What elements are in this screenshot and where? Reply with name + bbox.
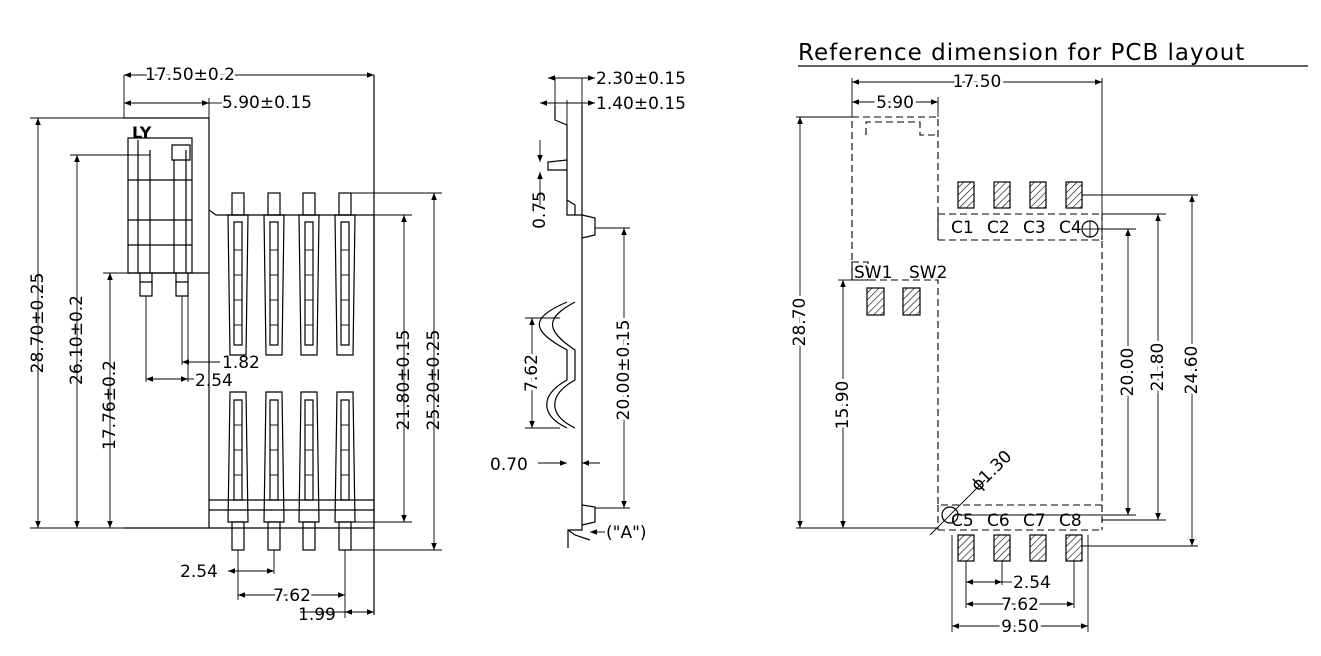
contact-top-2 [263, 192, 285, 356]
contact-bottom-2 [263, 391, 285, 551]
pcb-title: Reference dimension for PCB layout [798, 40, 1245, 66]
side-view: 2.30±0.15 1.40±0.15 0.75 7.62 20.00±0.15… [490, 69, 686, 548]
pcb-hole-top [1081, 220, 1099, 238]
side-body-outline [554, 105, 583, 548]
dim-left-pitch-254: 2.54 [180, 562, 218, 582]
dim-side-span-20: 20.00±0.15 [614, 320, 634, 421]
dim-pcb-sw-height: 15.90 [833, 381, 853, 430]
left-contacts-top [227, 192, 356, 356]
dim-pcb-span-950: 9.50 [1001, 617, 1039, 637]
contact-top-1 [227, 192, 249, 356]
left-contacts-bottom [227, 391, 356, 551]
pad-label-c6: C6 [987, 511, 1010, 531]
pad-label-c1: C1 [951, 218, 974, 238]
dim-left-height-26: 26.10±0.2 [67, 295, 87, 385]
pad-label-c2: C2 [987, 218, 1010, 238]
pad-label-c8: C8 [1059, 511, 1082, 531]
dim-pcb-hole: ϕ1.30 [967, 447, 1016, 496]
dim-pcb-h21: 21.80 [1148, 343, 1168, 392]
contact-bottom-3 [298, 391, 320, 551]
pcb-outline-dashed [851, 116, 1103, 506]
dim-pcb-height: 28.70 [790, 298, 810, 347]
dim-pcb-h20: 20.00 [1118, 348, 1138, 397]
side-note-a: ("A") [606, 523, 647, 543]
dim-pcb-h24: 24.60 [1182, 346, 1202, 395]
dim-side-body: 1.40±0.15 [596, 94, 686, 114]
pad-label-c5: C5 [951, 511, 974, 531]
dim-left-pitch-182: 1.82 [222, 353, 260, 373]
left-logo: LY [132, 123, 152, 142]
dim-left-pitch-254-sw: 2.54 [195, 371, 233, 391]
dim-side-thickness: 2.30±0.15 [596, 69, 686, 89]
dim-left-span-762: 7.62 [273, 586, 311, 606]
contact-bottom-1 [227, 391, 249, 551]
dim-side-lead-070: 0.70 [490, 455, 528, 475]
pad-label-c4: C4 [1059, 218, 1082, 238]
left-switch-block [127, 137, 209, 297]
dim-left-total-height: 28.70±0.25 [28, 273, 48, 374]
pad-label-c7: C7 [1023, 511, 1046, 531]
pcb-pads-bottom [957, 534, 1083, 562]
switch-label-sw2: SW2 [909, 263, 947, 283]
contact-top-3 [298, 192, 320, 356]
contact-bottom-4 [334, 391, 356, 551]
dim-left-inner-height: 21.80±0.15 [394, 330, 414, 431]
pad-label-c3: C3 [1023, 218, 1046, 238]
contact-top-4 [334, 192, 356, 356]
dim-side-span-762: 7.62 [522, 354, 542, 392]
left-view: LY 17.50±0.2 5.90±0.15 28.70±0.25 26.10±… [28, 62, 444, 625]
dim-left-total-width: 17.50±0.2 [145, 65, 235, 85]
pcb-pads-switch [866, 287, 921, 316]
dim-pcb-slot: 5.90 [876, 93, 914, 113]
dim-pcb-pitch: 2.54 [1013, 573, 1051, 593]
dim-left-edge-199: 1.99 [298, 605, 336, 625]
dim-left-slot-width: 5.90±0.15 [222, 93, 312, 113]
dim-left-height-17: 17.76±0.2 [100, 360, 120, 450]
dim-side-gap-075: 0.75 [530, 191, 550, 229]
dim-left-outer-height: 25.20±0.25 [424, 330, 444, 431]
dim-pcb-width: 17.50 [953, 72, 1002, 92]
pcb-pads-top [957, 181, 1083, 209]
switch-label-sw1: SW1 [854, 263, 892, 283]
left-housing-outline [124, 117, 375, 529]
dim-pcb-span-762: 7.62 [1001, 595, 1039, 615]
pcb-view: Reference dimension for PCB layout [787, 40, 1308, 640]
